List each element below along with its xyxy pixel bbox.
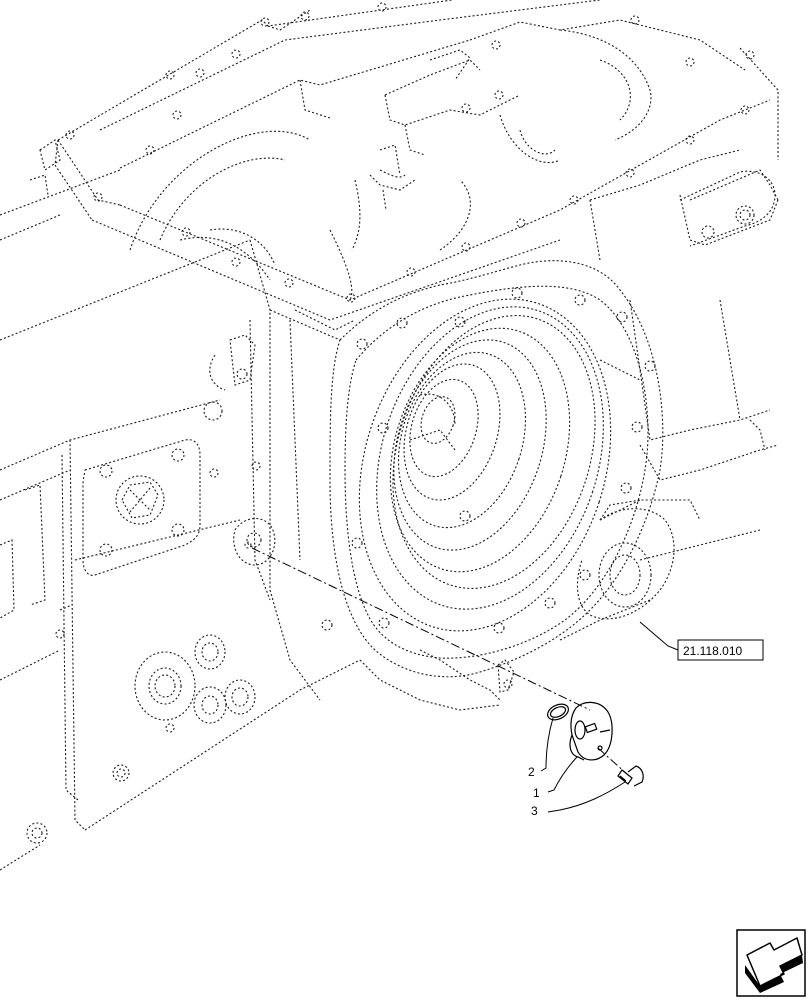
side-mounting-boss [679,170,776,247]
port-cluster [134,634,256,724]
axis-origin-boss [233,517,276,566]
reference-label[interactable]: 21.118.010 [677,639,764,661]
assembly-axis-bolt [597,747,629,776]
callout-part-2: 2 [528,765,535,779]
housing-top-frame [0,0,779,321]
callout-part-1: 1 [533,786,540,800]
callout-leaders [540,621,679,813]
reference-text: 21.118.010 [683,644,742,658]
frame-bolt-holes [65,2,755,303]
arrow-back-icon[interactable] [736,929,806,997]
assembly-axis [251,547,591,711]
flange-boss [576,499,675,620]
housing-screw [497,659,515,693]
housing-body [0,239,779,871]
callout-part-3: 3 [531,804,538,818]
side-holes [26,368,261,844]
bolt [617,765,644,787]
bearing-flange [321,260,664,678]
bearing-bore [358,298,612,632]
o-ring [547,703,569,721]
reference-box [677,639,764,661]
cover-plate [569,701,613,761]
inspection-plate [82,439,201,576]
